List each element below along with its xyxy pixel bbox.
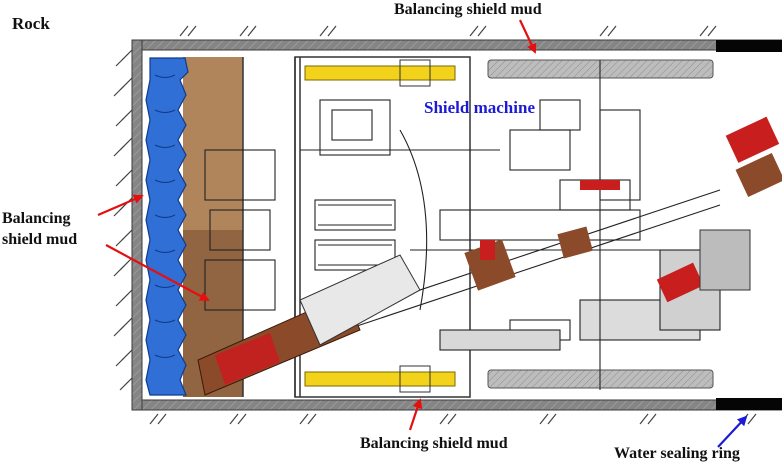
label-mud-left-line2: shield mud [2, 231, 78, 248]
water-seal-top [716, 40, 782, 52]
annotation-arrows [97, 19, 748, 448]
label-mud-bottom: Balancing shield mud [360, 435, 508, 452]
arrow-mud-bottom [408, 398, 423, 431]
arrow-mud-top [519, 19, 537, 54]
shield-shell [131, 39, 782, 411]
arrow-mud-left-1 [97, 194, 144, 217]
screw-conveyor [197, 254, 421, 396]
thrust-jacks [304, 59, 456, 393]
cutter-tools [154, 74, 176, 358]
label-rock: Rock [12, 14, 50, 33]
label-mud-left-line1: Balancing [2, 210, 71, 227]
label-shield-machine: Shield machine [424, 98, 535, 117]
water-seal-bottom [716, 398, 782, 410]
label-water-sealing: Water sealing ring [614, 445, 740, 462]
rock-hatching [113, 25, 757, 425]
label-mud-top: Balancing shield mud [394, 1, 542, 18]
arrow-water-seal [717, 415, 748, 448]
cutter-head [145, 57, 189, 396]
arrow-mud-left-2 [105, 244, 210, 301]
erector-parts [464, 116, 782, 303]
machinery [204, 60, 721, 390]
